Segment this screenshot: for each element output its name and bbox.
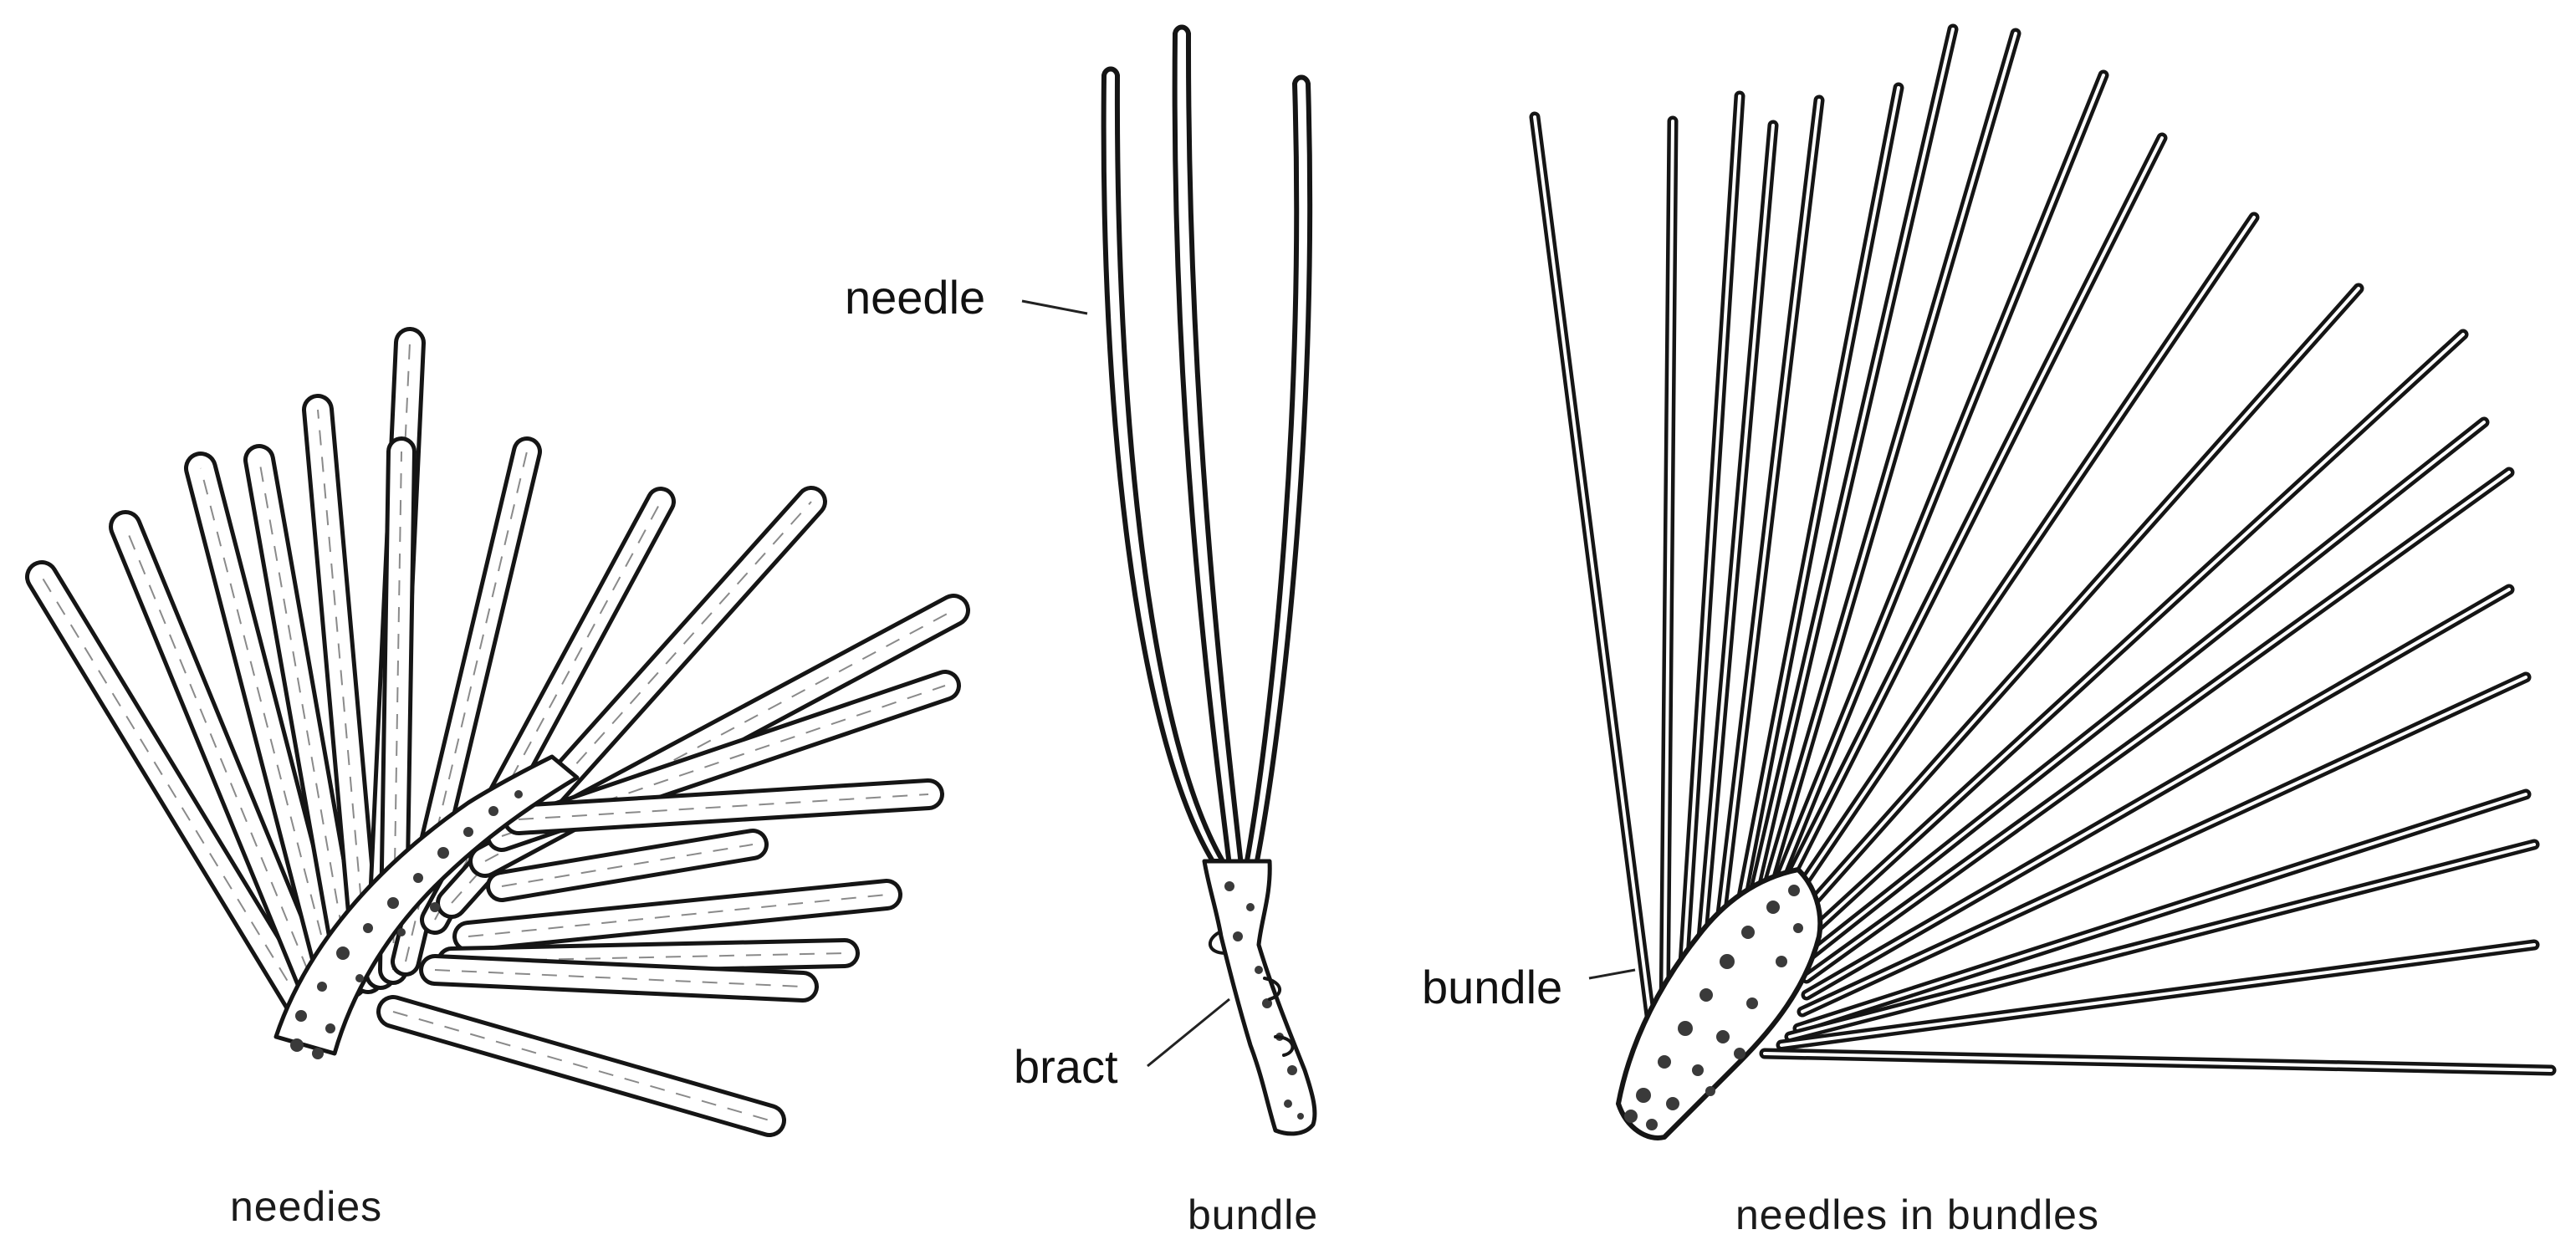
bundle-sheath [1204, 861, 1315, 1134]
fan-needles [1535, 29, 2551, 1070]
fan-needle-fill [1765, 1054, 2551, 1070]
fan-needle-fill [1535, 117, 1652, 1028]
bundle-leader-line [1589, 970, 1635, 978]
bract-callout: bract [1014, 1040, 1118, 1093]
bundle-needles [1104, 28, 1310, 866]
caption-needles-in-bundles: needles in bundles [1735, 1191, 2099, 1238]
caption-bundle: bundle [1188, 1191, 1318, 1238]
single-needles [42, 343, 953, 1120]
bract-leader-line [1147, 999, 1229, 1066]
caption-needles: needies [230, 1183, 382, 1230]
bundle-illustration: needle bract [845, 28, 1315, 1134]
needle-leader-line [1022, 301, 1087, 314]
needle-midrib [393, 1012, 769, 1120]
single-needles-illustration [42, 343, 953, 1120]
bundle-callout: bundle [1422, 961, 1562, 1013]
needle-callout: needle [845, 271, 985, 324]
needles-in-bundles-illustration: bundle [1422, 29, 2551, 1138]
